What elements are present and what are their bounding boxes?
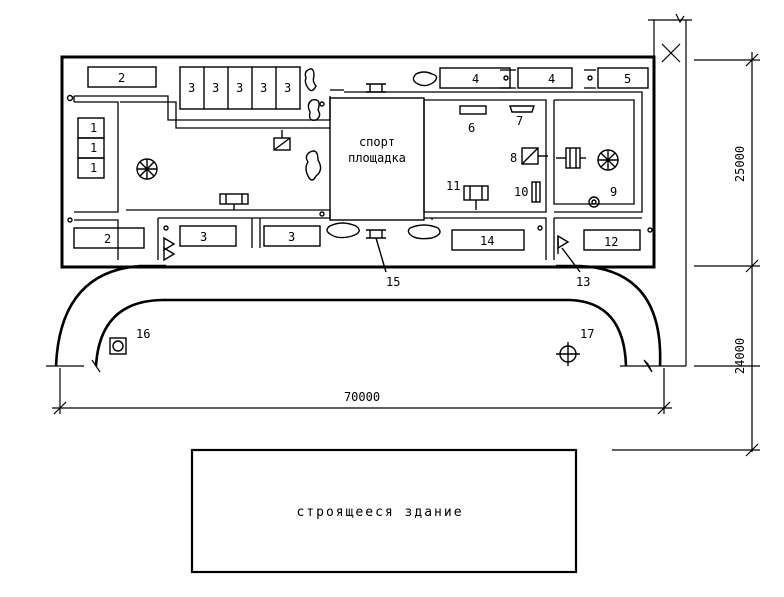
marker-top-4: [587, 75, 593, 81]
equipment-15: [366, 229, 386, 239]
label-4-a: 4: [472, 72, 479, 86]
label-9: 9: [610, 185, 617, 199]
label-3-c: 3: [236, 81, 243, 95]
label-1-b: 1: [90, 141, 97, 155]
unit-3-bottom-b: [263, 225, 321, 247]
marker-right-1: [163, 225, 169, 231]
label-15: 15: [386, 275, 400, 289]
shrub-top-center: [412, 71, 438, 87]
unit-12: [583, 229, 641, 251]
equipment-top-middle: [366, 83, 386, 93]
label-13: 13: [576, 275, 590, 289]
label-2-bottom: 2: [104, 232, 111, 246]
label-4-b: 4: [548, 72, 555, 86]
shrub-right-of-sport-1: [307, 99, 321, 122]
item-11: [463, 185, 489, 210]
label-3-d: 3: [260, 81, 267, 95]
label-3-e: 3: [284, 81, 291, 95]
shrub-bottom-left: [326, 222, 360, 239]
right-boundary: [648, 13, 692, 366]
label-11: 11: [446, 179, 460, 193]
unit-5: [597, 67, 649, 89]
labels: 1 1 1 2 2 3 3 3 3 3 3 3 4 4 5 6 7 8 9 10…: [90, 71, 747, 520]
marker-right-3: [647, 227, 653, 233]
label-2-top: 2: [118, 71, 125, 85]
unit-3-row: [179, 66, 301, 110]
marker-top-3: [503, 75, 509, 81]
item-9: [588, 196, 600, 208]
label-16: 16: [136, 327, 150, 341]
site-boundary: [60, 55, 656, 269]
label-3-b: 3: [212, 81, 219, 95]
equipment-left-bench: [219, 193, 249, 210]
label-3-f: 3: [200, 230, 207, 244]
label-8: 8: [510, 151, 517, 165]
unit-4-b: [517, 67, 573, 89]
ventilator-right: [597, 149, 619, 171]
road-break-marks: [46, 359, 686, 373]
unit-1-c: [77, 157, 105, 179]
unit-2-bottom: [73, 227, 145, 249]
label-1-a: 1: [90, 121, 97, 135]
access-road: [54, 264, 662, 367]
label-3-a: 3: [188, 81, 195, 95]
label-5: 5: [624, 72, 631, 86]
item-17: [556, 342, 580, 366]
marker-top-2: [319, 211, 325, 217]
marker-left-1: [66, 94, 74, 102]
leader-13: [561, 247, 581, 273]
equipment-left-box: [273, 130, 291, 151]
flag-left: [163, 236, 176, 262]
sport-area: [329, 97, 425, 221]
label-1-c: 1: [90, 161, 97, 175]
unit-14: [451, 229, 525, 251]
label-7: 7: [516, 114, 523, 128]
building-under-construction: [190, 448, 578, 574]
shrub-top-left: [304, 68, 317, 92]
sport-area-label-1: спорт: [359, 135, 395, 149]
label-17: 17: [580, 327, 594, 341]
horizontal-dimension: [52, 368, 672, 415]
unit-2-top: [87, 66, 157, 88]
unit-3-bottom-a: [179, 225, 237, 247]
dimension-width: 70000: [344, 390, 380, 404]
unit-4-a: [439, 67, 511, 89]
item-8: [521, 147, 548, 165]
flag-13: [557, 234, 570, 254]
sport-area-label-2: площадка: [348, 151, 406, 165]
item-8-machine: [556, 147, 586, 169]
label-10: 10: [514, 185, 528, 199]
marker-left-2: [67, 217, 73, 223]
ventilator-left: [136, 158, 158, 180]
label-6: 6: [468, 121, 475, 135]
dimension-depth-top: 25000: [733, 146, 747, 182]
item-16: [109, 337, 127, 355]
shrub-right-of-sport-2: [305, 150, 322, 181]
leader-15: [375, 237, 387, 273]
shrub-bottom-right: [407, 224, 441, 240]
vertical-dimension: [612, 52, 760, 457]
building-label: строящееся здание: [296, 505, 463, 520]
item-6: [459, 105, 487, 115]
label-14: 14: [480, 234, 494, 248]
item-10: [531, 181, 541, 203]
label-12: 12: [604, 235, 618, 249]
label-3-g: 3: [288, 230, 295, 244]
item-7: [509, 105, 535, 113]
dimension-depth-bottom: 24000: [733, 338, 747, 374]
marker-top-1: [319, 101, 325, 107]
marker-right-2: [537, 225, 543, 231]
